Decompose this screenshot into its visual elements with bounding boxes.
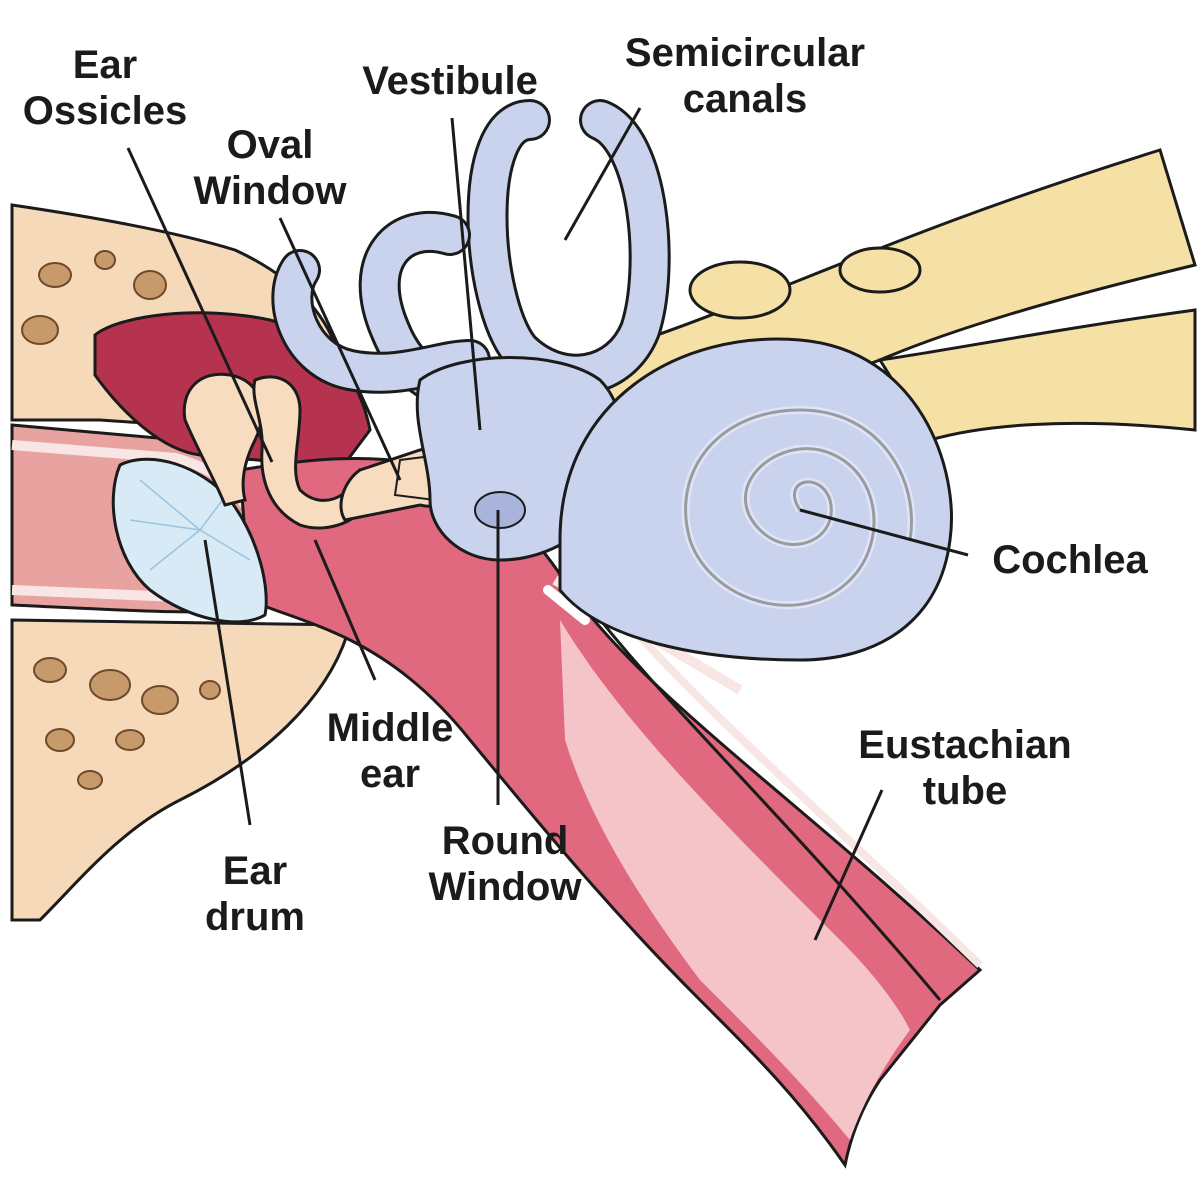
label-eustachian-tube-line2: tube — [922, 769, 1008, 813]
pointer-vestibule — [450, 117, 482, 431]
label-round-window-line2: Window — [428, 865, 582, 909]
label-eustachian-tube-line1: Eustachian — [858, 723, 1072, 767]
label-round-window-line1: Round — [441, 819, 569, 863]
label-oval-window-line1: Oval — [226, 123, 314, 167]
pointer-ear-ossicles — [126, 147, 274, 463]
label-oval-window-line2: Window — [193, 169, 347, 213]
label-eustachian-tube: Eustachian tube — [830, 722, 1100, 814]
pointer-ear-drum — [203, 539, 252, 826]
bone-spots — [21, 250, 221, 790]
pointer-cochlea — [799, 508, 969, 557]
label-ear-ossicles-line1: Ear — [72, 43, 138, 87]
vestibulocochlear-nerve — [494, 148, 1197, 442]
label-middle-ear-line1: Middle — [326, 706, 454, 750]
label-cochlea: Cochlea — [970, 537, 1170, 583]
ear-ossicles — [182, 372, 457, 530]
label-semicircular-canals-line2: canals — [682, 77, 808, 121]
pointer-middle-ear — [313, 539, 377, 681]
label-round-window: Round Window — [415, 818, 595, 910]
label-middle-ear: Middle ear — [300, 705, 480, 797]
label-semicircular-canals: Semicircular canals — [590, 30, 900, 122]
label-ear-ossicles-line2: Ossicles — [22, 89, 188, 133]
ear-drum-lines — [129, 479, 251, 571]
pointer-semicircular-canals — [563, 107, 642, 241]
label-ear-drum-line1: Ear — [222, 849, 288, 893]
cochlea — [558, 337, 953, 662]
label-vestibule: Vestibule — [340, 58, 560, 104]
label-ear-drum-line2: drum — [205, 895, 305, 939]
label-ear-ossicles: Ear Ossicles — [10, 42, 200, 134]
pointer-oval-window — [278, 217, 402, 481]
label-middle-ear-line2: ear — [359, 752, 421, 796]
pointer-lines — [126, 107, 969, 941]
label-cochlea-line1: Cochlea — [992, 538, 1148, 582]
label-ear-drum: Ear drum — [180, 848, 330, 940]
label-vestibule-line1: Vestibule — [362, 59, 538, 103]
label-oval-window: Oval Window — [180, 122, 360, 214]
label-semicircular-canals-line1: Semicircular — [624, 31, 866, 75]
round-window — [474, 491, 526, 529]
pointer-eustachian-tube — [813, 789, 884, 941]
